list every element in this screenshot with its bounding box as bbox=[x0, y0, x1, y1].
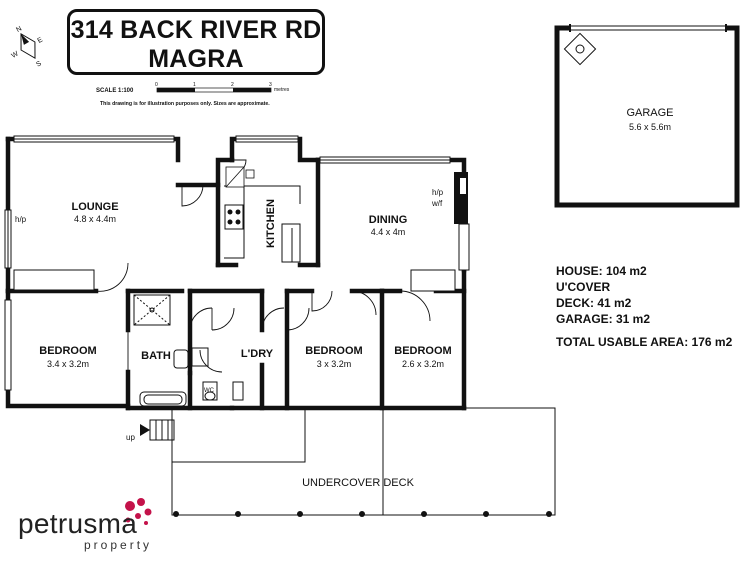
compass-icon: N S E W bbox=[11, 25, 45, 69]
dining-name: DINING bbox=[369, 214, 408, 226]
scale-disclaimer: This drawing is for illustration purpose… bbox=[100, 101, 270, 107]
bath-name: BATH bbox=[141, 350, 171, 362]
address-line-1: 314 BACK RIVER RD bbox=[70, 16, 322, 44]
bedroom-2-size: 3 x 3.2m bbox=[317, 359, 352, 369]
doors bbox=[95, 159, 431, 373]
up-label: up bbox=[126, 433, 135, 442]
deck-area: DECK: 41 m2 bbox=[556, 296, 632, 310]
compass-w: W bbox=[11, 50, 21, 60]
hp-dining-label: h/p bbox=[432, 188, 444, 197]
scale-tick-1: 1 bbox=[193, 82, 196, 88]
petrusma-logo-icon bbox=[125, 498, 152, 525]
wf-dining-label: w/f bbox=[431, 199, 443, 208]
laundry-name: L'DRY bbox=[241, 348, 274, 360]
wc-label: WC bbox=[204, 388, 215, 394]
bedroom-3-name: BEDROOM bbox=[394, 345, 451, 357]
area-summary: HOUSE: 104 m2 U'COVER DECK: 41 m2 GARAGE… bbox=[556, 263, 732, 350]
scale-unit: metres bbox=[274, 87, 290, 93]
bedroom-1-name: BEDROOM bbox=[39, 345, 96, 357]
garage-outline bbox=[554, 24, 740, 208]
kitchen-sink-icon bbox=[225, 166, 255, 188]
bedroom-2-name: BEDROOM bbox=[305, 345, 362, 357]
hp-lounge-label: h/p bbox=[15, 215, 27, 224]
bedroom-1-size: 3.4 x 3.2m bbox=[47, 359, 89, 369]
garage-name: GARAGE bbox=[626, 107, 673, 119]
deck-name: UNDERCOVER DECK bbox=[302, 477, 415, 489]
hot-water-icon bbox=[563, 32, 597, 66]
address-title-box: 314 BACK RIVER RD MAGRA bbox=[67, 9, 325, 75]
brand-name: petrusma bbox=[18, 508, 138, 539]
lounge-size: 4.8 x 4.4m bbox=[74, 214, 116, 224]
house-area: HOUSE: 104 m2 bbox=[556, 264, 647, 278]
compass-s: S bbox=[35, 60, 43, 69]
garage-size: 5.6 x 5.6m bbox=[629, 122, 671, 132]
lounge-name: LOUNGE bbox=[71, 201, 118, 213]
kitchen-name: KITCHEN bbox=[265, 199, 277, 248]
brand-sub: property bbox=[84, 538, 153, 552]
compass-n: N bbox=[15, 25, 23, 34]
deck-posts bbox=[173, 511, 552, 517]
scale-label: SCALE 1:100 bbox=[96, 88, 134, 94]
scale-tick-2: 2 bbox=[231, 82, 234, 88]
garage-area: GARAGE: 31 m2 bbox=[556, 312, 651, 326]
scale-tick-0: 0 bbox=[155, 82, 158, 88]
entry-step bbox=[140, 419, 175, 441]
up-arrow-icon bbox=[140, 424, 150, 436]
bath-fixtures bbox=[133, 294, 244, 407]
total-area: TOTAL USABLE AREA: 176 m2 bbox=[556, 335, 733, 349]
scale-bar: SCALE 1:100 0 1 2 3 metres This drawing … bbox=[96, 82, 290, 107]
bedroom-3-size: 2.6 x 3.2m bbox=[402, 359, 444, 369]
deck-outline bbox=[171, 407, 556, 516]
ucover-label: U'COVER bbox=[556, 280, 611, 294]
cooktop-icon bbox=[224, 204, 244, 230]
dining-size: 4.4 x 4m bbox=[371, 227, 406, 237]
scale-tick-3: 3 bbox=[269, 82, 272, 88]
address-line-2: MAGRA bbox=[148, 45, 244, 73]
compass-e: E bbox=[37, 36, 45, 45]
